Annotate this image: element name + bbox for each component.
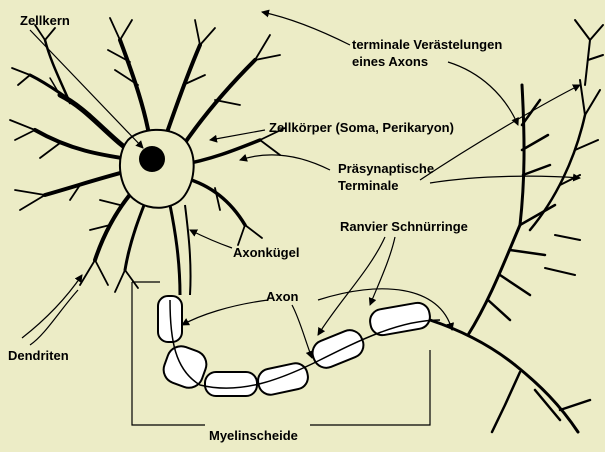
dendrites <box>9 17 286 293</box>
leader-lines <box>21 9 581 426</box>
label-terminale-verastelungen: terminale Verästelungen eines Axons <box>352 36 502 70</box>
nucleus <box>139 146 165 172</box>
label-praesynaptische-terminale: Präsynaptische Terminale <box>338 160 434 194</box>
label-terminale-line2: eines Axons <box>352 54 429 69</box>
label-ranvier-schnuerringe: Ranvier Schnürringe <box>340 219 468 234</box>
label-myelinscheide: Myelinscheide <box>209 428 298 443</box>
label-axonhuegel: Axonkügel <box>233 245 300 260</box>
label-dendriten: Dendriten <box>8 348 69 363</box>
axon-core <box>169 299 441 389</box>
label-zellkern: Zellkern <box>20 13 70 28</box>
label-praesynaptische-line2: Terminale <box>338 178 399 193</box>
label-terminale-line1: terminale Verästelungen <box>352 37 503 52</box>
label-praesynaptische-line1: Präsynaptische <box>338 161 435 176</box>
label-axon: Axon <box>266 289 299 304</box>
axon-terminals <box>428 19 604 434</box>
label-zellkoerper: Zellkörper (Soma, Perikaryon) <box>269 120 454 135</box>
axon-hillock <box>168 204 182 296</box>
